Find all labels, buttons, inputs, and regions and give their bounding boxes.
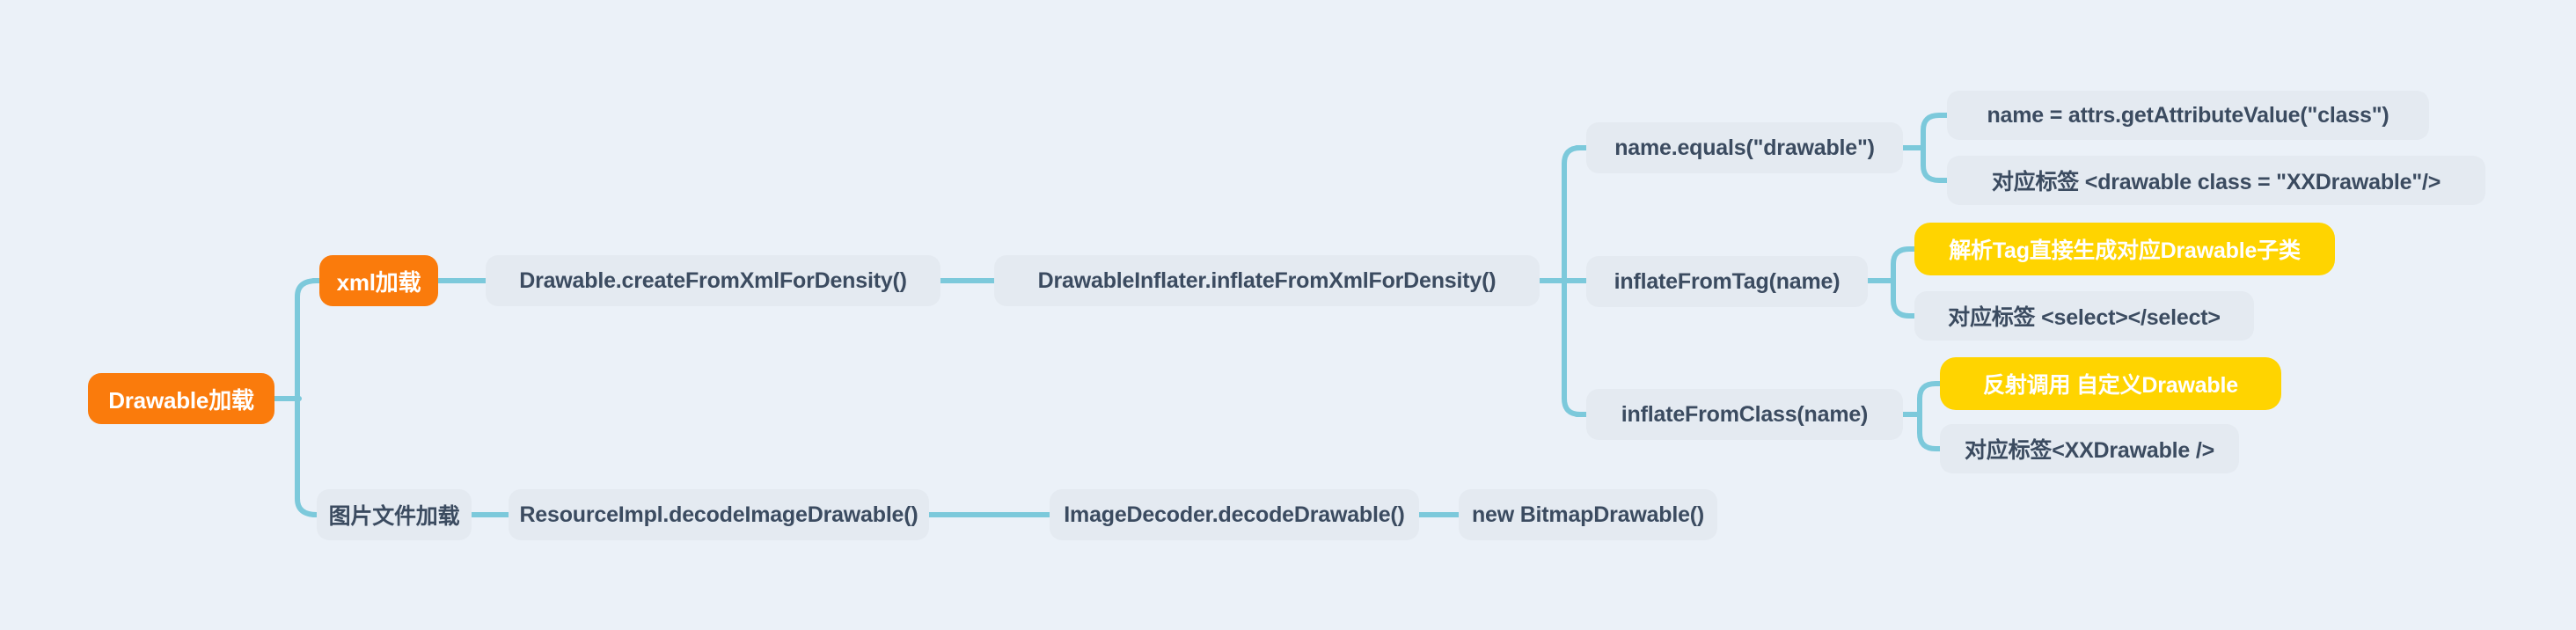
node-image-decoder-decode[interactable]: ImageDecoder.decodeDrawable() — [1050, 489, 1419, 540]
connector-bracket-name-equals — [1893, 113, 1958, 183]
node-resource-impl-decode[interactable]: ResourceImpl.decodeImageDrawable() — [509, 489, 929, 540]
node-drawable-load-root[interactable]: Drawable加载 — [88, 373, 274, 424]
node-name-equals-drawable[interactable]: name.equals("drawable") — [1586, 122, 1903, 173]
node-inflate-from-tag[interactable]: inflateFromTag(name) — [1586, 256, 1868, 307]
node-xxdrawable-tag[interactable]: 对应标签<XXDrawable /> — [1940, 424, 2239, 473]
node-image-file-load[interactable]: 图片文件加载 — [317, 489, 472, 540]
connector-trunk-inflater — [1562, 145, 1583, 417]
node-drawable-inflater[interactable]: DrawableInflater.inflateFromXmlForDensit… — [994, 255, 1540, 306]
connector-trunk-main — [295, 278, 319, 517]
node-parse-tag-highlight[interactable]: 解析Tag直接生成对应Drawable子类 — [1914, 223, 2335, 275]
node-new-bitmap-drawable[interactable]: new BitmapDrawable() — [1459, 489, 1717, 540]
node-select-tag[interactable]: 对应标签 <select></select> — [1914, 291, 2254, 341]
node-inflate-from-class[interactable]: inflateFromClass(name) — [1586, 389, 1903, 440]
node-create-from-xml-for-density[interactable]: Drawable.createFromXmlForDensity() — [486, 255, 940, 306]
node-xml-load[interactable]: xml加载 — [319, 255, 438, 306]
node-reflect-custom-drawable-highlight[interactable]: 反射调用 自定义Drawable — [1940, 357, 2281, 410]
node-get-attribute-value[interactable]: name = attrs.getAttributeValue("class") — [1947, 91, 2429, 140]
node-drawable-class-tag[interactable]: 对应标签 <drawable class = "XXDrawable"/> — [1947, 156, 2485, 205]
